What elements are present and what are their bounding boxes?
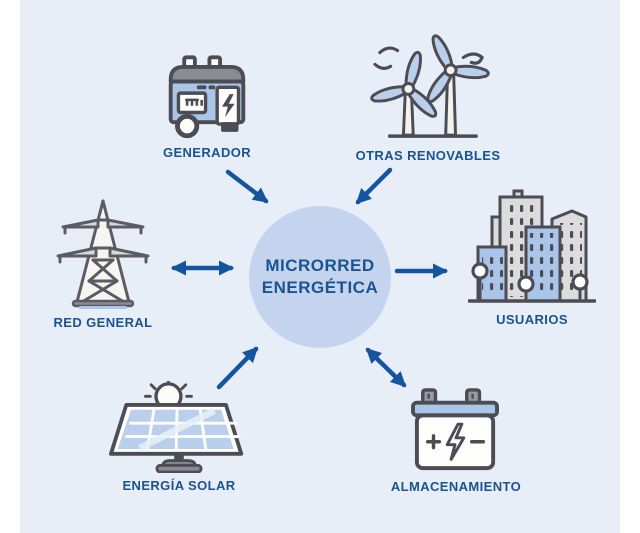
node-almacenamiento: ALMACENAMIENTO (364, 388, 548, 494)
node-red-general: RED GENERAL (28, 198, 178, 330)
node-usuarios-label: USUARIOS (496, 312, 568, 327)
microgrid-hub-circle: MICRORRED ENERGÉTICA (249, 206, 391, 348)
node-generador: GENERADOR (132, 54, 282, 160)
city-buildings-icon (468, 189, 596, 303)
generator-icon (168, 55, 246, 139)
node-energia-solar-label: ENERGÍA SOLAR (122, 478, 236, 493)
node-otras-renovables-label: OTRAS RENOVABLES (355, 148, 501, 163)
node-generador-label: GENERADOR (162, 145, 252, 160)
node-otras-renovables: OTRAS RENOVABLES (343, 27, 513, 163)
node-red-general-label: RED GENERAL (53, 315, 153, 330)
solar-panel-icon (109, 381, 244, 473)
hub-title-line1: MICRORRED (265, 255, 375, 275)
transmission-tower-icon (56, 199, 149, 309)
wind-turbines-icon (370, 34, 490, 138)
node-usuarios: USUARIOS (447, 189, 617, 327)
node-almacenamiento-label: ALMACENAMIENTO (390, 479, 522, 494)
hub-title-line2: ENERGÉTICA (261, 278, 379, 297)
battery-icon (411, 388, 500, 471)
node-energia-solar: ENERGÍA SOLAR (93, 381, 265, 493)
